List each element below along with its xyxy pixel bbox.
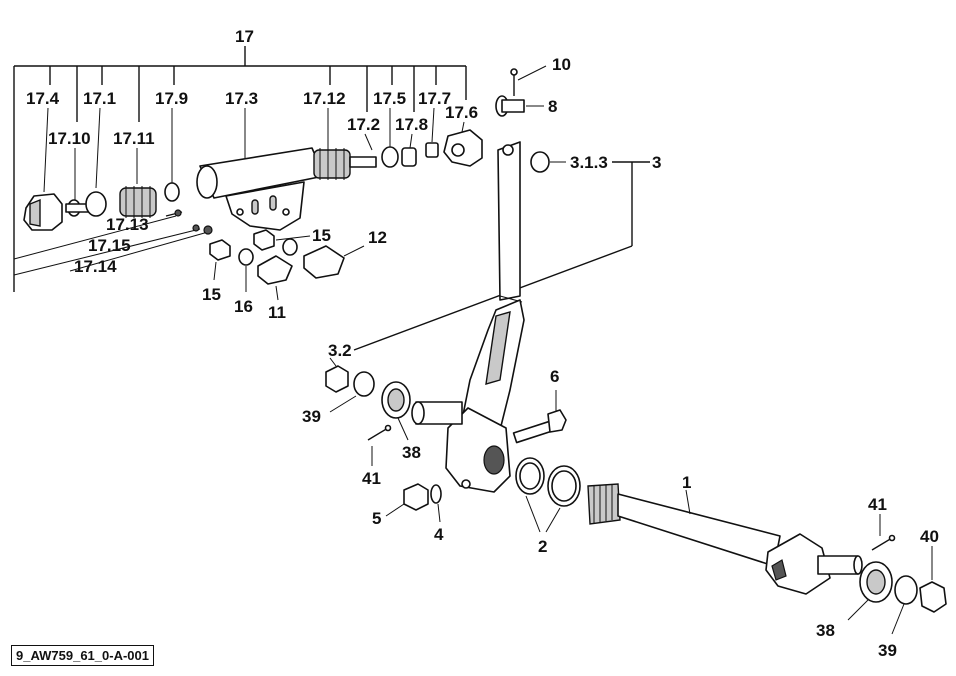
leader-39-upper xyxy=(329,395,357,413)
label-38-lower: 38 xyxy=(816,621,835,640)
bushing-11 xyxy=(257,255,293,285)
washer-16 xyxy=(238,248,254,266)
leader-12 xyxy=(343,245,365,257)
threaded-rod-17-12 xyxy=(313,148,377,180)
label-12: 12 xyxy=(368,228,387,247)
axle-shaft-1 xyxy=(587,483,863,595)
label-15-lower: 15 xyxy=(202,285,221,304)
part-labels: 17 17.4 17.1 17.9 17.3 17.12 17.5 17.7 1… xyxy=(26,27,939,660)
washer-38-upper xyxy=(381,381,411,419)
seal-ring-2a xyxy=(515,457,545,495)
drawing-reference-code: 9_AW759_61_0-A-001 xyxy=(11,645,154,666)
leader-39-lower xyxy=(891,603,905,635)
label-8: 8 xyxy=(548,97,557,116)
label-1: 1 xyxy=(682,473,691,492)
leader-10 xyxy=(517,65,547,81)
label-17-6: 17.6 xyxy=(445,103,478,122)
ring-17-9 xyxy=(164,182,180,202)
label-17-9: 17.9 xyxy=(155,89,188,108)
label-17-1: 17.1 xyxy=(83,89,116,108)
spring-17-11 xyxy=(119,186,157,218)
washer-38-lower xyxy=(859,561,893,603)
leader-11 xyxy=(275,285,279,301)
split-pin-41-lower xyxy=(871,534,896,551)
leader-5 xyxy=(385,503,405,517)
label-17-7: 17.7 xyxy=(418,89,451,108)
steering-arm-3 xyxy=(411,141,525,493)
nut-15-upper xyxy=(253,229,298,256)
clevis-head-17-6 xyxy=(443,129,483,167)
label-17-10: 17.10 xyxy=(48,129,91,148)
label-16: 16 xyxy=(234,297,253,316)
leader-15-upper xyxy=(275,235,311,241)
end-cap-17-4 xyxy=(23,193,63,231)
assembly-17-bracket xyxy=(13,46,467,292)
label-40: 40 xyxy=(920,527,939,546)
label-4: 4 xyxy=(434,525,444,544)
label-17-15: 17.15 xyxy=(88,236,131,255)
label-17-11: 17.11 xyxy=(113,129,155,148)
nut-17-7 xyxy=(425,142,439,158)
housing-tube-17-3 xyxy=(196,147,325,231)
label-10: 10 xyxy=(552,55,571,74)
label-39-lower: 39 xyxy=(878,641,897,660)
leader-38-lower xyxy=(847,599,869,621)
spring-seat-17-1 xyxy=(65,191,107,217)
leader-15-lower xyxy=(213,261,217,281)
label-17-13: 17.13 xyxy=(106,215,149,234)
screw-17-13 xyxy=(165,209,183,217)
nut-17-14 xyxy=(203,225,213,235)
label-17-8: 17.8 xyxy=(395,115,428,134)
nut-3-2 xyxy=(325,365,349,393)
split-pin-41-upper xyxy=(367,424,392,441)
assembly-3-bracket xyxy=(353,161,650,351)
leader-4 xyxy=(437,503,441,523)
label-3-2: 3.2 xyxy=(328,341,352,360)
bushing-12 xyxy=(303,245,345,279)
label-17-2: 17.2 xyxy=(347,115,380,134)
sleeve-17-8 xyxy=(401,147,417,167)
label-17-4: 17.4 xyxy=(26,89,60,108)
label-6: 6 xyxy=(550,367,559,386)
label-17-12: 17.12 xyxy=(303,89,346,108)
washer-39-lower xyxy=(894,575,918,605)
label-3-1-3: 3.1.3 xyxy=(570,153,608,172)
lockwasher-4 xyxy=(430,484,442,504)
label-41-lower: 41 xyxy=(868,495,887,514)
label-17-5: 17.5 xyxy=(373,89,406,108)
ball-17-15 xyxy=(192,224,200,232)
leader-2 xyxy=(525,495,561,533)
nut-5 xyxy=(403,483,429,511)
label-38-upper: 38 xyxy=(402,443,421,462)
label-15-upper: 15 xyxy=(312,226,331,245)
label-5: 5 xyxy=(372,509,381,528)
leader-3-2 xyxy=(329,357,337,367)
label-41-upper: 41 xyxy=(362,469,381,488)
label-2: 2 xyxy=(538,537,547,556)
label-39-upper: 39 xyxy=(302,407,321,426)
seal-ring-2b xyxy=(547,465,581,507)
nut-40 xyxy=(919,581,947,613)
pin-8 xyxy=(495,95,525,117)
nut-15-lower xyxy=(209,239,231,261)
washer-17-5 xyxy=(381,146,399,168)
bushing-3-1-3 xyxy=(530,151,550,173)
label-17-14: 17.14 xyxy=(74,257,117,276)
label-3: 3 xyxy=(652,153,661,172)
leader-1 xyxy=(685,489,691,515)
split-pin-10 xyxy=(510,68,518,96)
washer-39-upper xyxy=(353,371,375,397)
label-11: 11 xyxy=(268,303,286,322)
bolt-6 xyxy=(512,409,567,444)
leader-38-upper xyxy=(397,417,409,441)
label-17: 17 xyxy=(235,27,254,46)
assembly-17-leaders xyxy=(13,107,465,276)
label-17-3: 17.3 xyxy=(225,89,258,108)
